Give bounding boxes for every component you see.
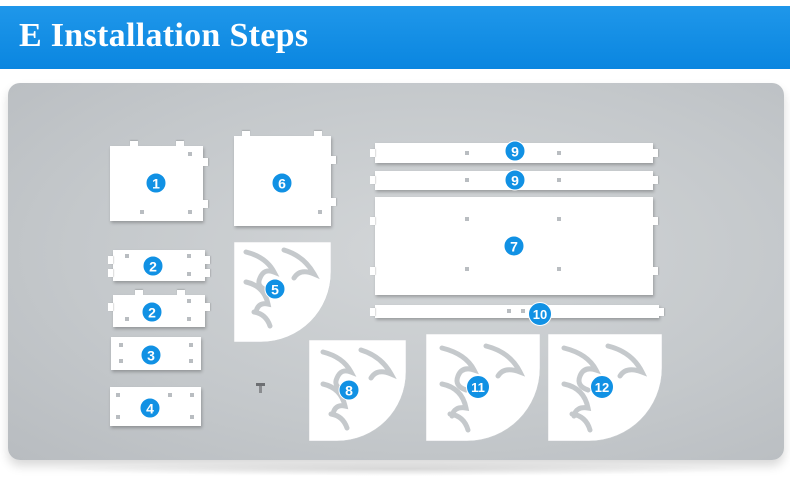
part-6-badge: 6 [271, 172, 293, 194]
part-10-badge: 10 [528, 302, 552, 326]
page-title: E Installation Steps [19, 17, 309, 54]
part-2a-badge: 2 [142, 255, 164, 277]
part-3-badge: 3 [140, 344, 162, 366]
part-7-badge: 7 [503, 235, 525, 257]
part-5-badge: 5 [264, 278, 286, 300]
board-shadow [40, 462, 760, 476]
part-9b-badge: 9 [504, 169, 526, 191]
part-9a-badge: 9 [504, 140, 526, 162]
part-10-panel [370, 305, 664, 318]
header-banner: E Installation Steps [0, 6, 790, 69]
part-8-badge: 8 [338, 379, 360, 401]
part-4-badge: 4 [139, 397, 161, 419]
part-11-badge: 11 [466, 375, 490, 399]
part-12-badge: 12 [590, 375, 614, 399]
part-7-panel [370, 197, 658, 295]
part-1-badge: 1 [145, 172, 167, 194]
part-2b-badge: 2 [141, 301, 163, 323]
screw-icon [256, 383, 265, 393]
